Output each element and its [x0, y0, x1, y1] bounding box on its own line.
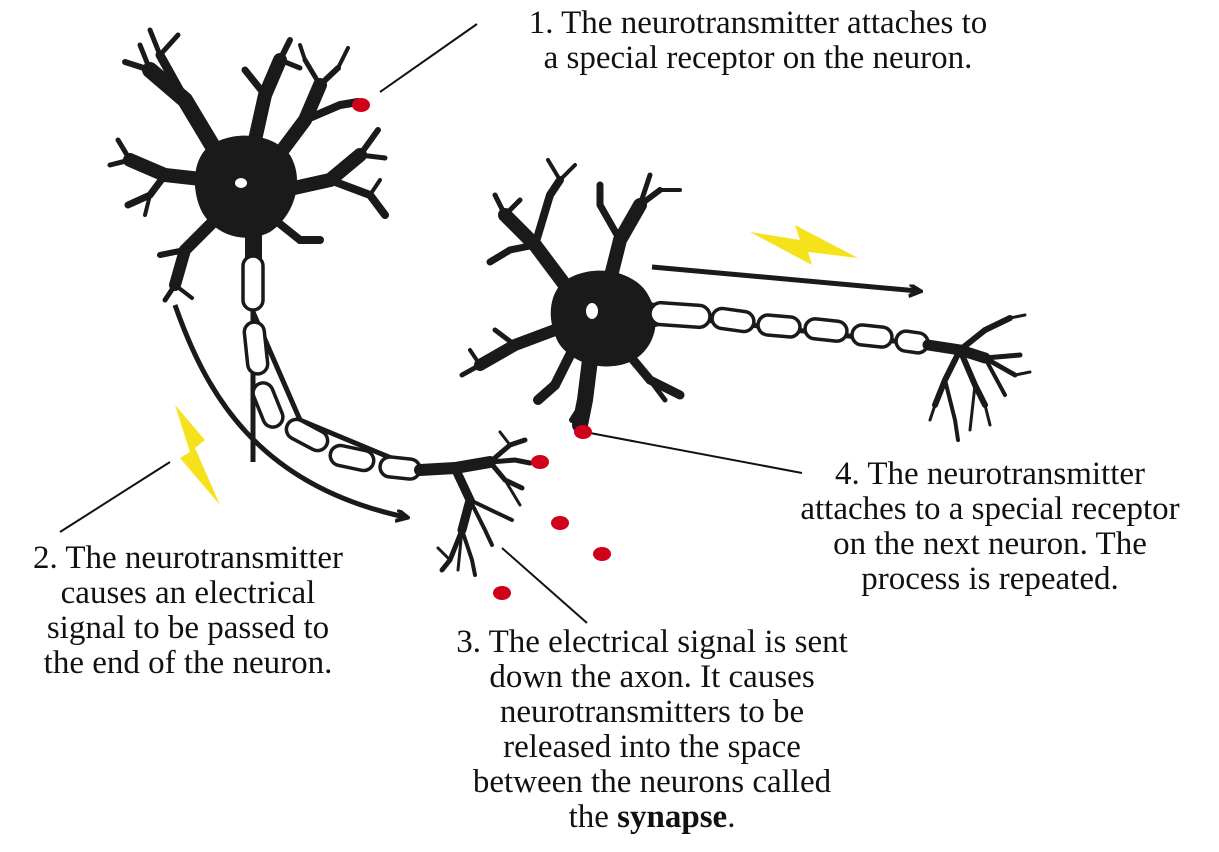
caption-line: causes an electrical: [0, 576, 376, 611]
signal-arrow-right: [652, 267, 918, 291]
caption-text: the: [569, 799, 618, 835]
caption-line: a special receptor on the neuron.: [478, 41, 1038, 76]
neuron-2-cell-body: [551, 271, 656, 367]
neurotransmitter-dot: [593, 547, 611, 561]
neuron-1-axon: [243, 256, 421, 480]
caption-line: signal to be passed to: [0, 611, 376, 646]
lightning-bolt-right: [750, 225, 858, 265]
caption-line: the end of the neuron.: [0, 646, 376, 681]
neurotransmitter-dot: [574, 425, 592, 439]
neurotransmitter-dot: [551, 516, 569, 530]
lightning-bolt-left: [175, 405, 220, 505]
leader-line-step1: [380, 24, 477, 92]
neuron-1-axon-terminal: [420, 432, 530, 575]
neurotransmitter-dot: [493, 586, 511, 600]
caption-line: 1. The neurotransmitter attaches to: [478, 6, 1038, 41]
leader-line-step2: [60, 462, 170, 532]
caption-line: down the axon. It causes: [412, 660, 892, 695]
caption-line: released into the space: [412, 730, 892, 765]
neuron-1-nucleus: [235, 178, 247, 188]
caption-line: neurotransmitters to be: [412, 695, 892, 730]
caption-line: between the neurons called: [412, 765, 892, 800]
caption-step-1: 1. The neurotransmitter attaches to a sp…: [478, 6, 1038, 76]
leader-line-step3: [502, 548, 587, 623]
caption-line: 4. The neurotransmitter: [760, 457, 1219, 492]
caption-step-2: 2. The neurotransmitter causes an electr…: [0, 541, 376, 681]
neurotransmitter-dot: [352, 98, 370, 112]
neuron-2-axon-terminal: [928, 315, 1030, 440]
caption-line: attaches to a special receptor: [760, 492, 1219, 527]
neuron-2-nucleus: [586, 303, 598, 319]
caption-line: process is repeated.: [760, 562, 1219, 597]
caption-line-last: the synapse.: [412, 800, 892, 835]
synapse-term: synapse: [617, 799, 727, 835]
caption-line: 2. The neurotransmitter: [0, 541, 376, 576]
caption-line: 3. The electrical signal is sent: [412, 625, 892, 660]
caption-step-3: 3. The electrical signal is sent down th…: [412, 625, 892, 835]
caption-line: on the next neuron. The: [760, 527, 1219, 562]
caption-text: .: [727, 799, 735, 835]
neurotransmitter-dot: [531, 455, 549, 469]
caption-step-4: 4. The neurotransmitter attaches to a sp…: [760, 457, 1219, 597]
neuron-2: [462, 160, 680, 425]
neuron-2-axon: [649, 302, 930, 354]
